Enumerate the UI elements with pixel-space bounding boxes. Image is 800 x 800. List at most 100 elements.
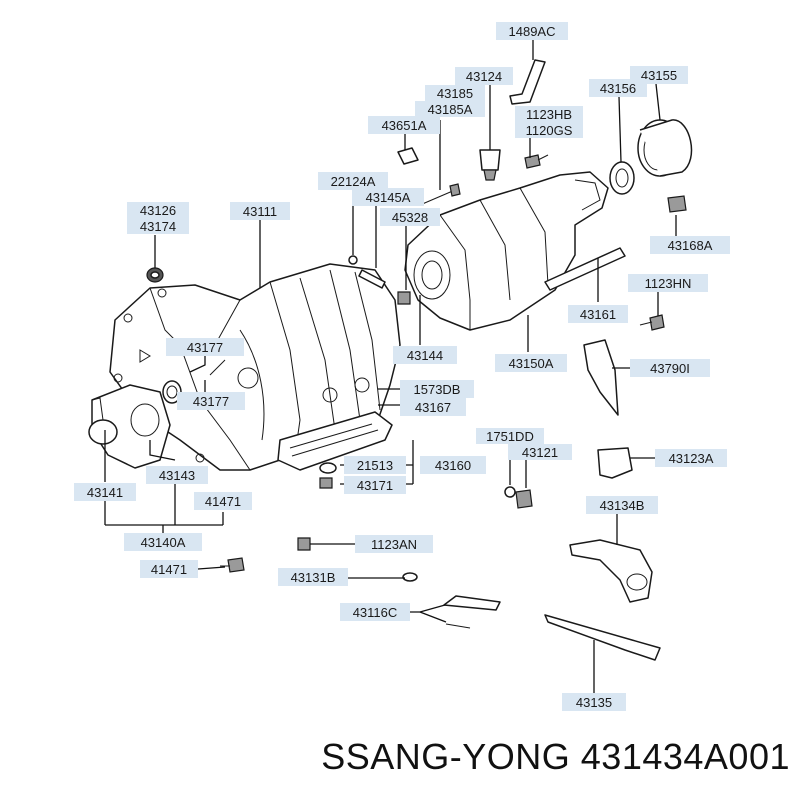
label-43185: 43185 (425, 85, 485, 101)
label-1489AC: 1489AC (496, 22, 568, 40)
label-43177-lower: 43177 (177, 392, 245, 410)
label-41471-upper: 41471 (194, 492, 252, 510)
bolt-1123HN (639, 314, 665, 331)
small-seal-left (146, 267, 164, 283)
bracket-1489AC (509, 59, 546, 105)
svg-text:43161: 43161 (580, 307, 616, 322)
label-43790I: 43790I (630, 359, 710, 377)
label-41471-lower: 41471 (140, 560, 198, 578)
label-43177-upper: 43177 (166, 338, 244, 356)
leader-lines (104, 40, 677, 693)
svg-text:1573DB: 1573DB (414, 382, 461, 397)
svg-text:43185: 43185 (437, 86, 473, 101)
bolt-1123HB (524, 154, 549, 169)
label-43145A: 43145A (352, 188, 424, 206)
svg-text:43177: 43177 (187, 340, 223, 355)
label-45328: 45328 (380, 208, 440, 226)
svg-text:43150A: 43150A (509, 356, 554, 371)
svg-text:43124: 43124 (466, 69, 502, 84)
breather-43124 (479, 149, 501, 181)
label-43185A: 43185A (415, 101, 485, 117)
shaft-43161 (544, 247, 626, 291)
svg-text:43155: 43155 (641, 68, 677, 83)
svg-text:22124A: 22124A (331, 174, 376, 189)
label-1123AN: 1123AN (355, 535, 433, 553)
svg-text:41471: 41471 (205, 494, 241, 509)
label-43121: 43121 (508, 444, 572, 460)
pin-43145A (358, 269, 386, 289)
label-43141: 43141 (74, 483, 136, 501)
label-43161: 43161 (568, 305, 628, 323)
svg-text:43143: 43143 (159, 468, 195, 483)
svg-text:43126: 43126 (140, 203, 176, 218)
svg-text:21513: 21513 (357, 458, 393, 473)
label-43135: 43135 (562, 693, 626, 711)
svg-text:43116C: 43116C (353, 605, 398, 620)
svg-text:43140A: 43140A (141, 535, 186, 550)
svg-text:43177: 43177 (193, 394, 229, 409)
bracket-43134B (569, 539, 653, 603)
label-43150A: 43150A (495, 354, 567, 372)
svg-text:1489AC: 1489AC (509, 24, 556, 39)
svg-text:43167: 43167 (415, 400, 451, 415)
bolt-43185 (419, 183, 461, 206)
label-43160: 43160 (420, 456, 486, 474)
bolt-45328 (397, 291, 411, 305)
label-43171: 43171 (344, 476, 406, 494)
drain-plug-43121 (504, 486, 533, 509)
svg-text:43111: 43111 (243, 204, 277, 219)
svg-text:43790I: 43790I (650, 361, 690, 376)
label-43134B: 43134B (586, 496, 658, 514)
label-43144: 43144 (393, 346, 457, 364)
bracket-43116C (443, 595, 501, 629)
bolt-1123AN (297, 537, 311, 551)
svg-text:43131B: 43131B (291, 570, 336, 585)
bushing-43156 (609, 161, 635, 195)
label-43111: 43111 (230, 202, 290, 220)
washer-21513 (319, 462, 337, 474)
svg-text:43145A: 43145A (366, 190, 411, 205)
label-1123HB: 1123HB (515, 106, 583, 122)
clip-43651A (397, 147, 419, 165)
label-1123HN: 1123HN (628, 274, 708, 292)
label-43140A: 43140A (124, 533, 202, 551)
svg-text:43144: 43144 (407, 348, 443, 363)
label-43126: 43126 (127, 202, 189, 218)
svg-text:1123HN: 1123HN (645, 276, 692, 291)
svg-text:45328: 45328 (392, 210, 428, 225)
label-21513: 21513 (344, 456, 406, 474)
pin-22124A (348, 255, 358, 265)
bracket-43123A (597, 447, 633, 479)
plug-43131B (402, 572, 418, 582)
bolt-41471 (220, 557, 245, 573)
oil-pan (277, 411, 393, 471)
svg-text:43123A: 43123A (669, 451, 714, 466)
svg-text:1751DD: 1751DD (486, 429, 534, 444)
label-43651A: 43651A (368, 116, 440, 134)
label-43168A: 43168A (650, 236, 730, 254)
label-43123A: 43123A (655, 449, 727, 467)
label-43124: 43124 (455, 67, 513, 85)
svg-text:41471: 41471 (151, 562, 187, 577)
oil-seal-43155 (637, 119, 693, 177)
svg-text:43160: 43160 (435, 458, 471, 473)
plug-43171 (319, 477, 333, 489)
svg-text:43121: 43121 (522, 445, 558, 460)
svg-text:43185A: 43185A (428, 102, 473, 117)
bracket-43790I (583, 339, 619, 416)
cover-43135 (544, 614, 661, 661)
extension-housing (404, 171, 609, 331)
svg-text:43134B: 43134B (600, 498, 645, 513)
svg-text:43135: 43135 (576, 695, 612, 710)
label-43131B: 43131B (278, 568, 348, 586)
svg-text:43168A: 43168A (668, 238, 713, 253)
label-1751DD: 1751DD (476, 428, 544, 444)
svg-text:43141: 43141 (87, 485, 123, 500)
label-43167: 43167 (400, 398, 466, 416)
label-22124A: 22124A (318, 172, 388, 190)
svg-text:1120GS: 1120GS (526, 123, 573, 138)
svg-text:43651A: 43651A (382, 118, 427, 133)
svg-text:1123AN: 1123AN (371, 537, 417, 552)
transmission-main-case (109, 263, 401, 471)
